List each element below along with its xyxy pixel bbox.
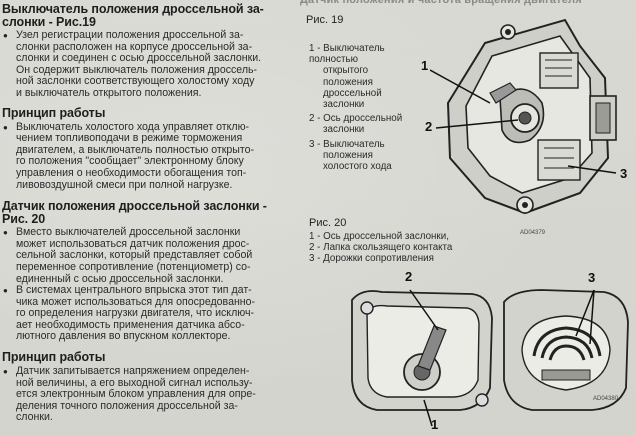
paragraph-tps-1: Вместо выключателей дроссельной заслонки… [2, 227, 296, 285]
figure-19-callout-3: 3 [620, 166, 628, 181]
figure-19-title: Рис. 19 [306, 14, 344, 26]
figure-20-title: Рис. 20 [309, 217, 347, 229]
heading-tps-sensor: Датчик положения дроссельной заслонки - … [2, 199, 267, 227]
figure-20-callout-1: 1 [431, 417, 439, 432]
figure-19-callout-1: 1 [421, 58, 429, 73]
heading-principle-2: Принцип работы [2, 350, 106, 365]
figure-20-drawing [351, 289, 629, 427]
figure-20-callout-2: 2 [405, 269, 413, 284]
bleed-through-header: Датчик положения и частота вращения двиг… [300, 0, 582, 6]
left-column: Выключатель положения дроссельной за- сл… [2, 0, 296, 424]
figure-20-callout-3: 3 [588, 270, 596, 285]
heading-idle-switch: Выключатель положения дроссельной за- сл… [2, 2, 264, 29]
figure-20-legend: 1 - Ось дроссельной заслонки, 2 - Лапка … [309, 231, 453, 265]
figure-19-legend: 1 - Выключатель полностью открытого поло… [309, 43, 403, 173]
paragraph-principle-1: Выключатель холостого хода управляет отк… [2, 121, 296, 192]
figure-19-drawing [430, 18, 617, 215]
heading-principle-1: Принцип работы [2, 105, 106, 120]
paragraph-switch-unit: Узел регистрации положения дроссельной з… [2, 29, 296, 100]
figure-19-code: AD04379 [520, 230, 546, 236]
figure-20-code: AD04380 [593, 396, 619, 402]
paragraph-tps-2: В системах центрального впрыска этот тип… [2, 284, 296, 343]
figure-19-callout-2: 2 [425, 119, 433, 134]
paragraph-principle-2: Датчик запитывается напряжением определе… [2, 365, 296, 424]
